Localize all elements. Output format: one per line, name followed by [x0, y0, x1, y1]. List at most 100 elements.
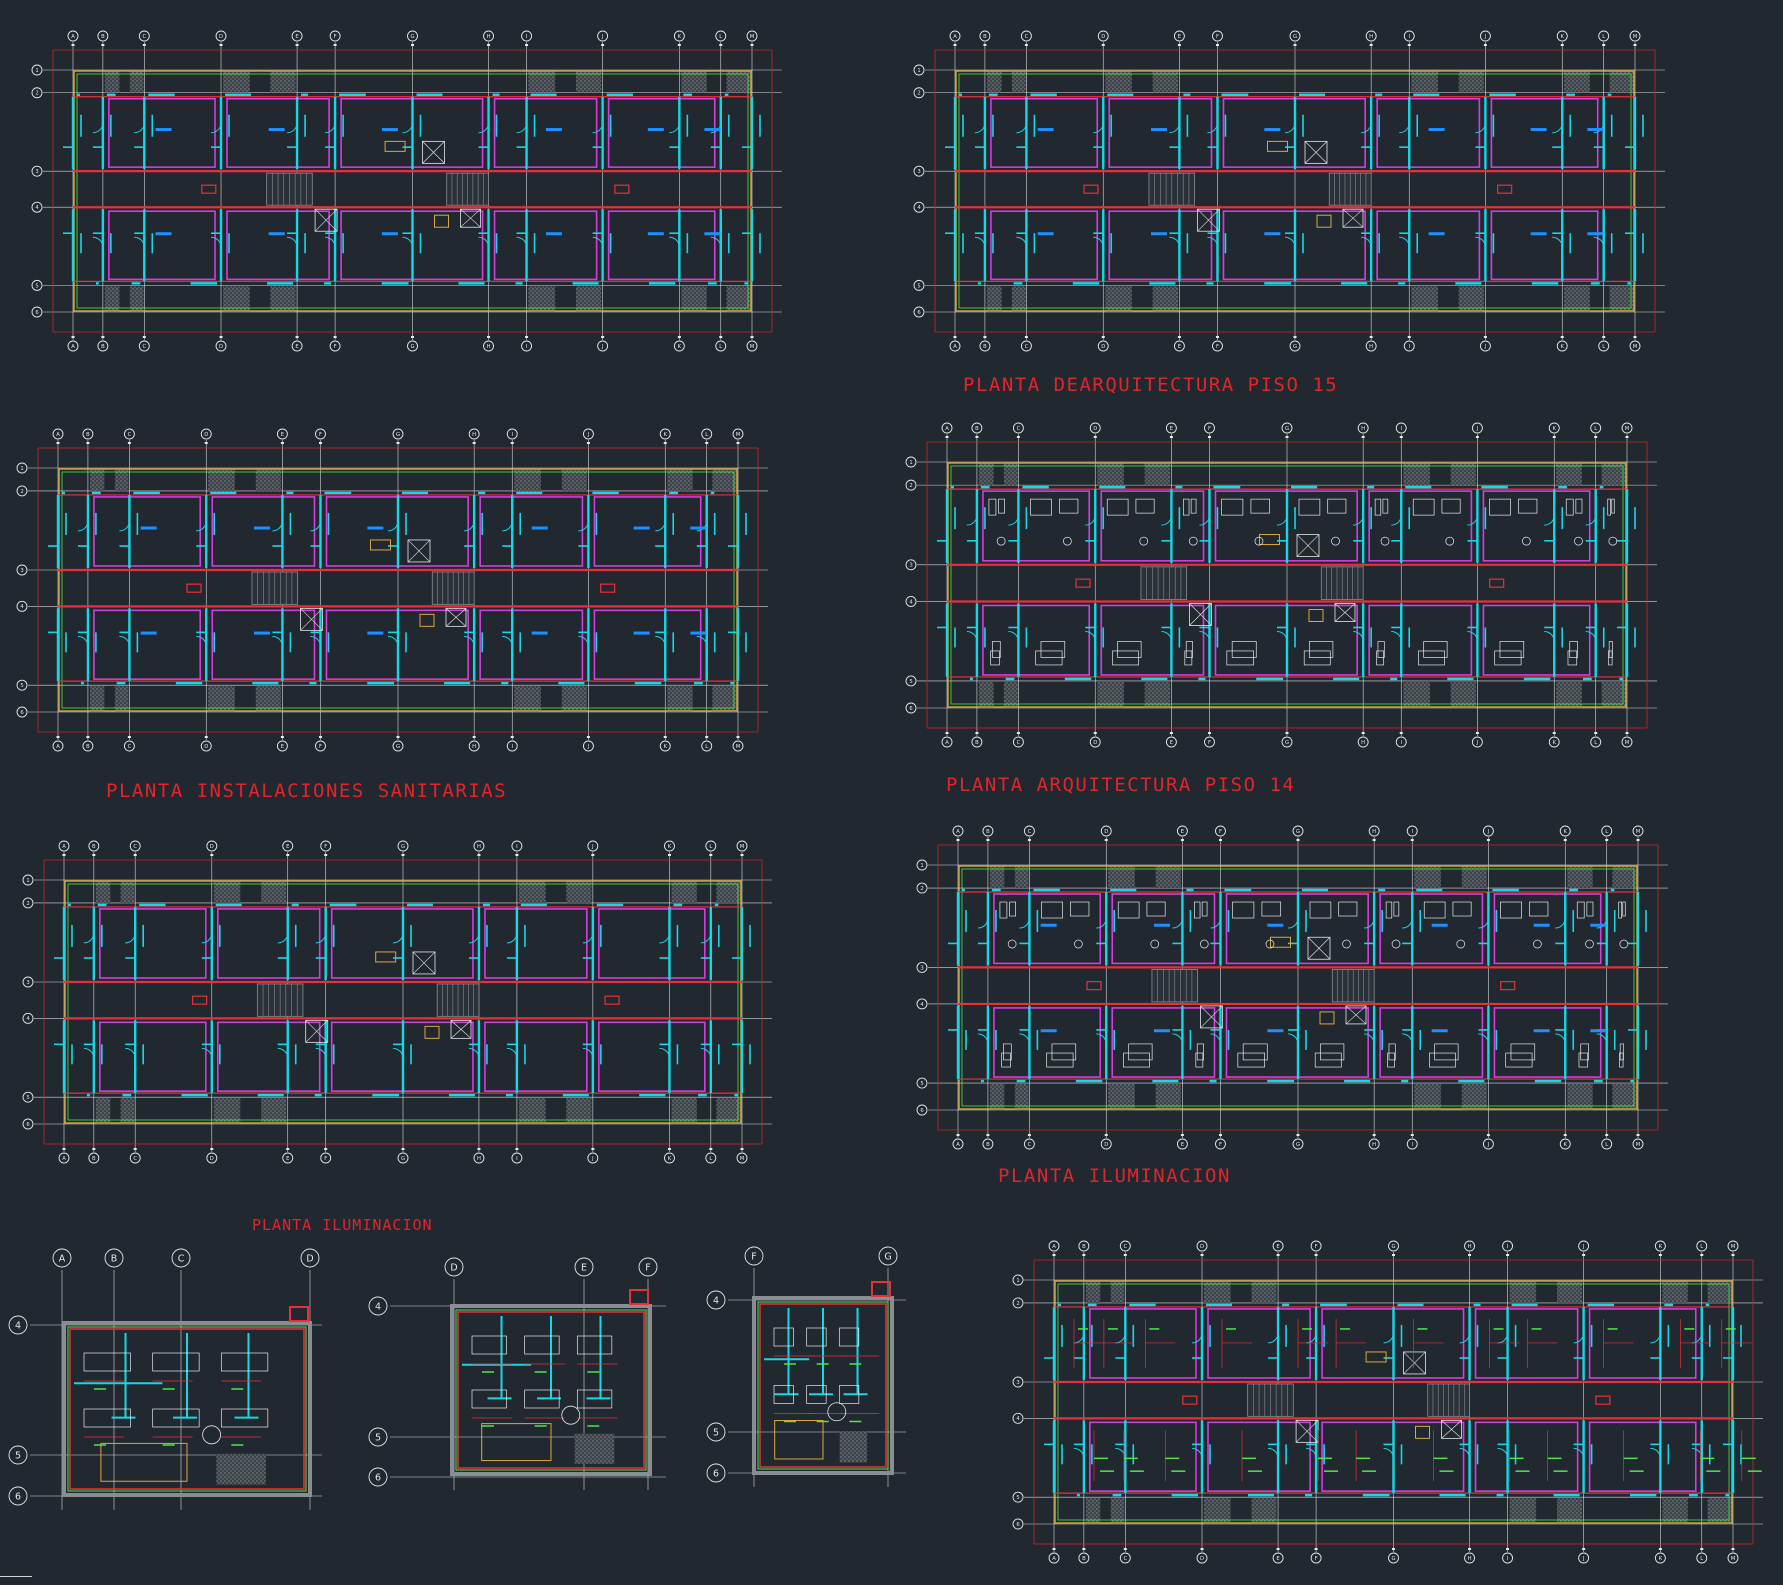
svg-text:1: 1	[26, 878, 29, 884]
grid-bubble-bottom-f: F	[315, 740, 326, 752]
svg-text:B: B	[111, 1253, 117, 1264]
svg-text:F: F	[1208, 426, 1211, 432]
grid-bubble-top-b: B	[88, 840, 100, 852]
svg-text:C: C	[1123, 1556, 1127, 1562]
grid-bubble-bottom-c: C	[1023, 1138, 1035, 1150]
detail-bubble-row-5: 5	[706, 1422, 726, 1442]
grid-bubble-bottom-b: B	[88, 1152, 100, 1164]
grid-bubble-row-6: 6	[905, 702, 917, 714]
svg-text:K: K	[668, 1156, 672, 1162]
grid-bubble-row-3: 3	[913, 165, 925, 177]
svg-text:F: F	[1315, 1244, 1318, 1250]
grid-bubble-bottom-c: C	[129, 1152, 141, 1164]
grid-bubble-top-h: H	[483, 30, 494, 42]
grid-bubble-top-k: K	[1559, 825, 1571, 837]
svg-text:F: F	[1216, 344, 1219, 350]
grid-bubble-row-1: 1	[913, 64, 925, 76]
svg-text:5: 5	[20, 683, 23, 689]
grid-bubble-top-e: E	[1165, 422, 1177, 434]
grid-bubble-bottom-g: G	[392, 740, 404, 752]
grid-bubble-bottom-b: B	[971, 736, 983, 748]
svg-text:1: 1	[920, 863, 923, 869]
svg-text:F: F	[1315, 1556, 1318, 1562]
svg-text:I: I	[1400, 740, 1402, 746]
grid-bubble-top-c: C	[1012, 422, 1024, 434]
svg-text:H: H	[1468, 1556, 1472, 1562]
svg-text:I: I	[526, 344, 528, 350]
svg-text:L: L	[705, 432, 708, 438]
svg-text:1: 1	[20, 466, 23, 472]
grid-bubble-bottom-a: A	[949, 340, 961, 352]
grid-bubble-top-c: C	[1020, 30, 1032, 42]
svg-text:L: L	[719, 344, 722, 350]
svg-text:J: J	[1487, 829, 1490, 835]
ucs-axis-line	[0, 1576, 32, 1577]
grid-bubble-top-j: J	[1482, 825, 1494, 837]
detail-bubble-row-5: 5	[368, 1427, 388, 1447]
grid-bubble-bottom-m: M	[1621, 736, 1633, 748]
svg-text:I: I	[526, 34, 528, 40]
grid-bubble-row-1: 1	[31, 64, 43, 76]
grid-bubble-bottom-b: B	[97, 340, 109, 352]
grid-bubble-row-6: 6	[31, 306, 43, 318]
grid-bubble-top-k: K	[1654, 1240, 1666, 1252]
svg-text:H: H	[472, 432, 476, 438]
grid-bubble-bottom-a: A	[52, 740, 64, 752]
svg-text:D: D	[204, 432, 208, 438]
svg-text:D: D	[306, 1253, 313, 1264]
svg-text:C: C	[142, 34, 146, 40]
svg-text:A: A	[956, 829, 960, 835]
svg-text:M: M	[750, 34, 755, 40]
svg-text:L: L	[1700, 1244, 1703, 1250]
svg-text:J: J	[601, 34, 604, 40]
svg-text:E: E	[286, 844, 289, 850]
svg-text:5: 5	[15, 1450, 21, 1461]
grid-bubble-bottom-a: A	[67, 340, 79, 352]
grid-bubble-bottom-e: E	[1165, 736, 1177, 748]
svg-text:1: 1	[35, 68, 38, 74]
grid-bubble-top-k: K	[673, 30, 685, 42]
svg-text:L: L	[1602, 344, 1605, 350]
grid-bubble-bottom-e: E	[1173, 340, 1185, 352]
svg-text:F: F	[1219, 829, 1222, 835]
grid-bubble-row-3: 3	[1012, 1376, 1024, 1388]
grid-bubble-bottom-e: E	[291, 340, 303, 352]
svg-text:6: 6	[920, 1108, 924, 1114]
grid-bubble-top-l: L	[701, 428, 713, 440]
grid-bubble-row-1: 1	[22, 874, 34, 886]
svg-text:E: E	[286, 1156, 289, 1162]
svg-text:5: 5	[375, 1432, 381, 1443]
grid-bubble-row-3: 3	[16, 564, 28, 576]
svg-text:M: M	[740, 1156, 745, 1162]
svg-text:D: D	[1093, 426, 1097, 432]
grid-bubble-top-m: M	[1632, 825, 1644, 837]
detail-bubble-row-4: 4	[706, 1290, 726, 1310]
detail-bubble-row-5: 5	[8, 1445, 28, 1465]
grid-bubble-top-b: B	[97, 30, 109, 42]
title-planta-iluminacion-left: PLANTA ILUMINACION	[252, 1216, 433, 1234]
svg-text:D: D	[204, 744, 208, 750]
svg-text:I: I	[511, 432, 513, 438]
grid-bubble-top-m: M	[1621, 422, 1633, 434]
svg-text:H: H	[477, 844, 481, 850]
svg-text:2: 2	[1016, 1301, 1019, 1307]
grid-bubble-bottom-l: L	[1598, 340, 1610, 352]
svg-text:5: 5	[917, 283, 920, 289]
svg-text:C: C	[133, 844, 137, 850]
grid-bubble-bottom-f: F	[329, 340, 341, 352]
svg-text:A: A	[953, 344, 957, 350]
svg-text:B: B	[1082, 1556, 1086, 1562]
grid-bubble-bottom-m: M	[1727, 1552, 1739, 1564]
svg-text:B: B	[983, 34, 987, 40]
svg-text:H: H	[1468, 1244, 1472, 1250]
svg-text:6: 6	[20, 710, 24, 716]
grid-bubble-top-d: D	[1100, 825, 1112, 837]
grid-bubble-top-c: C	[1023, 825, 1035, 837]
svg-text:G: G	[1296, 1142, 1300, 1148]
svg-text:I: I	[1400, 426, 1402, 432]
svg-text:4: 4	[15, 1320, 21, 1331]
svg-text:L: L	[1602, 34, 1605, 40]
grid-bubble-row-6: 6	[913, 306, 925, 318]
